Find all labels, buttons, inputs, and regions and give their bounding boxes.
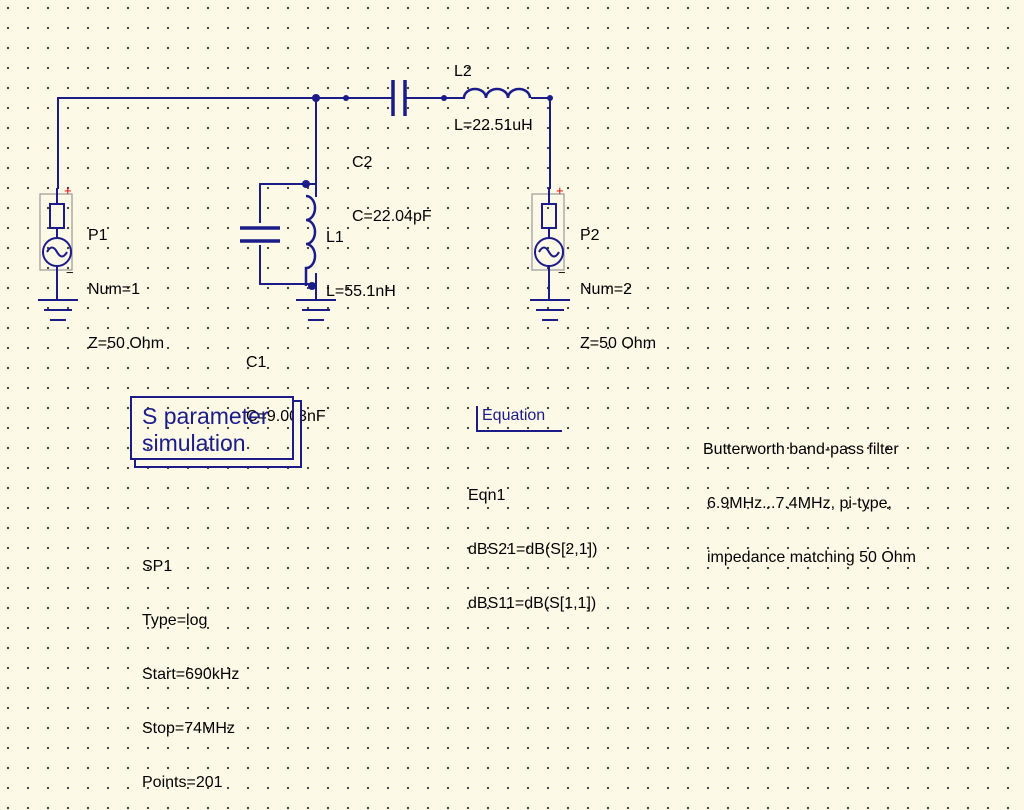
ground-symbol-p1 [38,299,78,321]
capacitor-c2-value: C=22.04pF [352,208,432,225]
s-parameter-simulation-block[interactable]: S parameter simulation [130,396,294,460]
circuit-schematic [38,80,570,321]
inductor-l1-name: L1 [326,229,344,246]
note-line-3: impedance matching 50 Ohm [707,549,916,566]
p1-plus-marker: + [64,183,72,198]
capacitor-c1 [240,226,280,243]
p2-minus-marker: − [558,265,566,280]
port-p1-label[interactable]: P1 Num=1 Z=50 Ohm [88,191,164,371]
simulation-properties[interactable]: SP1 Type=log Start=690kHz Stop=74MHz Poi… [142,522,239,810]
junction-dot [343,95,349,101]
port-p2-num: Num=2 [580,281,633,298]
inductor-l2 [462,87,532,99]
equation-header: Equation [482,407,546,424]
wire-l2-p2 [531,97,551,189]
sim-start: Start=690kHz [142,666,240,683]
p1-minus-marker: − [66,265,74,280]
port-p1-symbol [39,188,73,300]
capacitor-c2 [391,80,407,116]
sim-block-title-line1: S parameter [142,403,269,429]
port-p2-impedance: Z=50 Ohm [580,335,657,352]
port-p2-symbol [531,188,565,300]
sim-block-title-line2: simulation [142,430,246,456]
inductor-l2-value: L=22.51uH [454,117,533,134]
capacitor-c2-label[interactable]: C2 C=22.04pF [352,118,432,244]
capacitor-c1-value: C=9.003nF [246,408,326,425]
p2-plus-marker: + [556,183,564,198]
inductor-l1 [304,194,317,286]
capacitor-c1-label[interactable]: C1 C=9.003nF [246,318,326,444]
sim-type: Type=log [142,612,208,629]
equation-block[interactable]: Equation [476,406,562,432]
port-p2-name: P2 [580,227,600,244]
equation-line-1: dBS21=dB(S[2,1]) [468,541,598,558]
capacitor-c2-name: C2 [352,154,373,171]
junction-dot [312,94,320,102]
equation-line-2: dBS11=dB(S[1,1]) [468,595,597,612]
port-p1-num: Num=1 [88,281,141,298]
junction-dot [308,282,316,290]
port-p1-impedance: Z=50 Ohm [88,335,165,352]
sim-name: SP1 [142,558,173,575]
note-line-1: Butterworth band-pass filter [703,441,899,458]
junction-dot [441,95,447,101]
sim-points: Points=201 [142,774,223,791]
note-line-2: 6.9MHz...7.4MHz, pi-type, [707,495,892,512]
junction-dot [547,95,553,101]
equation-properties[interactable]: Eqn1 dBS21=dB(S[2,1]) dBS11=dB(S[1,1]) [468,451,597,631]
equation-name: Eqn1 [468,487,506,504]
wire-shunt-left [259,183,317,285]
equation-bracket-vertical [476,406,478,432]
capacitor-c1-name: C1 [246,354,267,371]
port-p1-name: P1 [88,227,108,244]
wire-shunt-junction [259,97,317,197]
inductor-l2-label[interactable]: L2 L=22.51uH [454,27,533,153]
inductor-l2-name: L2 [454,63,472,80]
inductor-l1-value: L=55.1nH [326,283,396,300]
ground-symbol-shunt [296,299,336,321]
ground-symbol-p2 [530,299,570,321]
junction-dot [302,180,310,188]
port-p2-label[interactable]: P2 Num=2 Z=50 Ohm [580,191,656,371]
equation-bracket-horizontal [476,430,562,432]
inductor-l1-label[interactable]: L1 L=55.1nH [326,193,396,319]
schematic-text-note[interactable]: Butterworth band-pass filter 6.9MHz...7.… [703,405,916,585]
sim-stop: Stop=74MHz [142,720,235,737]
wire-p1-top [57,97,317,189]
